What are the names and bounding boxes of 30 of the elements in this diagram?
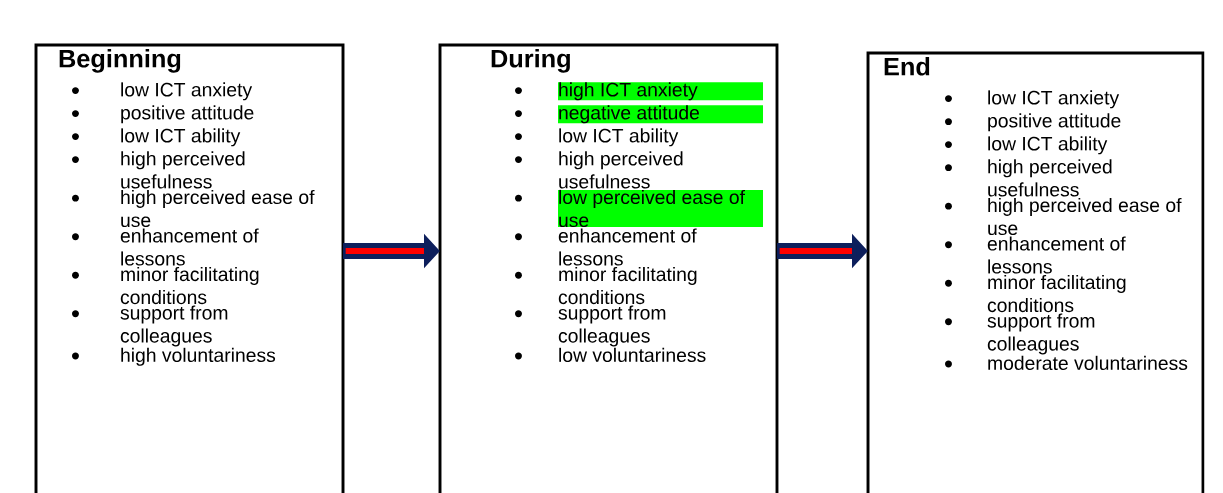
list-item: high perceived usefulness xyxy=(559,151,683,189)
list-item: moderate voluntariness xyxy=(988,355,1188,370)
list-item: minor facilitating conditions xyxy=(558,266,697,305)
list-item: enhancement of lessons xyxy=(987,236,1126,274)
list-item: low ICT ability xyxy=(988,136,1108,155)
list-item: minor facilitating conditions xyxy=(120,266,259,305)
heading: Beginning xyxy=(59,49,181,73)
list-item: positive attitude xyxy=(121,105,254,124)
highlighted-list-item: negative attitude xyxy=(558,105,763,124)
list-item: enhancement of lessons xyxy=(558,228,697,266)
list-box xyxy=(438,43,779,493)
list-item: low ICT anxiety xyxy=(988,90,1120,109)
heading: During xyxy=(491,49,570,73)
list-item: positive attitude xyxy=(988,113,1121,132)
list-item: low ICT ability xyxy=(559,128,679,147)
list-item: low voluntariness xyxy=(559,347,706,362)
list-item: high voluntariness xyxy=(121,347,276,366)
list-item: high perceived usefulness xyxy=(988,159,1112,197)
heading: End xyxy=(884,57,930,76)
list-item: enhancement of lessons xyxy=(120,228,259,266)
list-box xyxy=(34,43,345,493)
list-item: low ICT anxiety xyxy=(121,82,253,101)
list-box xyxy=(866,51,1205,493)
list-item: low ICT ability xyxy=(121,128,241,147)
list-item: high perceived usefulness xyxy=(121,151,245,189)
list-item: minor facilitating conditions xyxy=(987,274,1126,313)
highlighted-list-item: low perceived ease of use xyxy=(558,189,763,228)
list-item: high perceived ease of use xyxy=(988,197,1182,236)
highlighted-list-item: high ICT anxiety xyxy=(558,82,763,101)
list-item: high perceived ease of use xyxy=(121,189,315,228)
